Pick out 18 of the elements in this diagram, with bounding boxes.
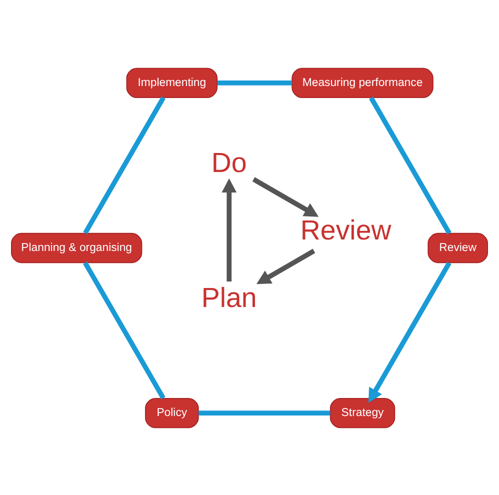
arrow [256, 248, 316, 284]
node-box: Implementing [126, 67, 218, 98]
node-box: Review [428, 232, 488, 263]
node-text: Review [300, 214, 392, 246]
node-box: Planning & organising [11, 232, 142, 263]
node-box: Measuring performance [292, 67, 434, 98]
connector [198, 410, 330, 416]
arrow [368, 261, 452, 402]
connector [217, 80, 292, 85]
arrow [252, 176, 319, 216]
node-text: Plan [201, 281, 257, 312]
connector [83, 96, 166, 234]
connector [369, 96, 452, 234]
node-text: Do [211, 146, 247, 178]
node-box: Policy [145, 398, 199, 428]
connector [83, 261, 166, 399]
arrow [222, 178, 237, 281]
node-box: Strategy [330, 398, 396, 428]
